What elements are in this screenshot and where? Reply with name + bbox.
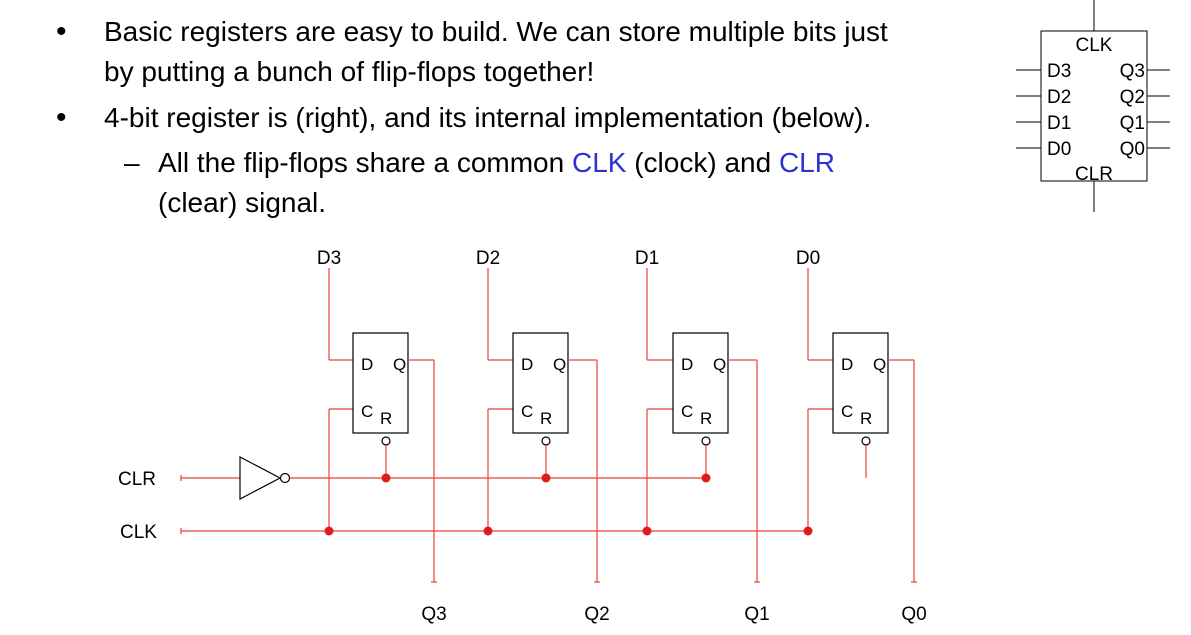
ff-c-label-3: C (841, 402, 853, 421)
ff-r-label-0: R (380, 409, 392, 428)
output-label-q3: Q3 (421, 604, 446, 625)
sub-bullet-line-2: (clear) signal. (158, 187, 327, 218)
ff-reset-bubble-0 (381, 436, 391, 446)
ff-reset-bubble-2 (701, 436, 711, 446)
clr-highlight: CLR (778, 147, 835, 178)
bullet-1-line-2: by putting a bunch of flip-flops togethe… (104, 56, 595, 87)
clr-input-label: CLR (118, 469, 156, 490)
ff-reset-bubble-3 (861, 436, 871, 446)
ff-c-label-1: C (521, 402, 533, 421)
ff-q-label-0: Q (393, 355, 406, 374)
symbol-clr-label: CLR (1075, 164, 1113, 185)
symbol-q2-label: Q2 (1120, 87, 1145, 108)
clr-junction-1 (541, 473, 551, 483)
ff-r-label-2: R (700, 409, 712, 428)
ff-c-label-2: C (681, 402, 693, 421)
sub-bullet-marker: – (124, 147, 140, 178)
symbol-q3-label: Q3 (1120, 61, 1145, 82)
symbol-q0-label: Q0 (1120, 139, 1145, 160)
ff-d-label-2: D (681, 355, 693, 374)
input-label-d0: D0 (796, 248, 820, 269)
inverter-triangle (239, 456, 282, 500)
clk-junction-0 (324, 526, 334, 536)
flip-flop-0 (352, 332, 409, 434)
output-label-q2: Q2 (584, 604, 609, 625)
ff-r-label-3: R (860, 409, 872, 428)
input-label-d1: D1 (635, 248, 659, 269)
clr-junction-2 (701, 473, 711, 483)
ff-q-label-3: Q (873, 355, 886, 374)
input-label-d3: D3 (317, 248, 341, 269)
register-symbol (1016, 0, 1170, 212)
clk-input-label: CLK (120, 522, 157, 543)
symbol-d1-label: D1 (1047, 113, 1071, 134)
sub-bullet-text-a: All the flip-flops share a common (158, 147, 572, 178)
symbol-clk-label: CLK (1076, 35, 1113, 56)
flip-flop-1 (512, 332, 569, 434)
ff-d-label-1: D (521, 355, 533, 374)
ff-q-label-1: Q (553, 355, 566, 374)
bullet-1-marker: • (56, 15, 67, 48)
ff-c-label-0: C (361, 402, 373, 421)
ff-r-label-1: R (540, 409, 552, 428)
sub-bullet-text-b: (clock) and (626, 147, 779, 178)
flip-flop-3 (832, 332, 889, 434)
clr-junction-0 (381, 473, 391, 483)
symbol-q1-label: Q1 (1120, 113, 1145, 134)
symbol-d2-label: D2 (1047, 87, 1071, 108)
input-label-d2: D2 (476, 248, 500, 269)
register-symbol-labels: CLK CLR D3 D2 D1 D0 Q3 Q2 Q1 Q0 (1047, 35, 1145, 185)
ff-reset-bubble-1 (541, 436, 551, 446)
bullet-2-marker: • (56, 101, 67, 134)
output-label-q0: Q0 (901, 604, 926, 625)
clk-highlight: CLK (571, 147, 627, 178)
ff-q-label-2: Q (713, 355, 726, 374)
output-label-q1: Q1 (744, 604, 769, 625)
bullet-2-text: 4-bit register is (right), and its inter… (104, 102, 872, 133)
ff-d-label-3: D (841, 355, 853, 374)
ff-d-label-0: D (361, 355, 373, 374)
clk-junction-2 (642, 526, 652, 536)
symbol-d3-label: D3 (1047, 61, 1071, 82)
clk-junction-3 (803, 526, 813, 536)
flip-flop-2 (672, 332, 729, 434)
bullet-1-line-1: Basic registers are easy to build. We ca… (104, 16, 888, 47)
sub-bullet-line-1: All the flip-flops share a common CLK (c… (158, 147, 835, 179)
inverter-bubble (279, 472, 291, 484)
clk-junction-1 (483, 526, 493, 536)
symbol-d0-label: D0 (1047, 139, 1071, 160)
